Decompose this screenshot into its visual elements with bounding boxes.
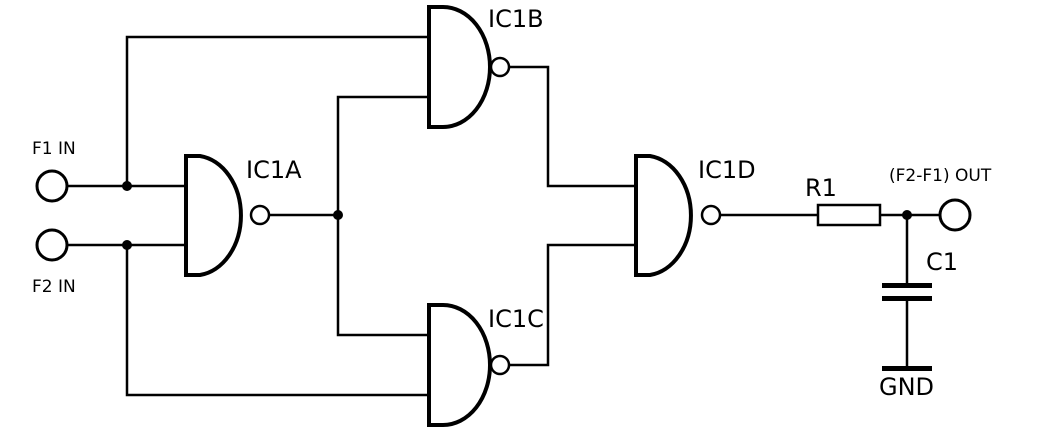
- ground-bar: [882, 366, 932, 371]
- wire-node-to-ic1b: [336, 95, 429, 215]
- resistor-r1-body: [816, 203, 882, 227]
- gate-ic1c: [427, 303, 511, 427]
- wire-ic1c-to-ic1d: [510, 243, 636, 367]
- wire-node-to-ic1c: [336, 215, 429, 337]
- inverter-bubble-ic1c: [489, 354, 511, 376]
- capacitor-c1: [882, 283, 932, 301]
- label-ic1d: IC1D: [698, 156, 756, 184]
- nand-gate-ic1c-body: [427, 303, 492, 427]
- capacitor-c1-plate-bottom: [882, 296, 932, 301]
- label-c1: C1: [926, 248, 958, 276]
- label-ic1c: IC1C: [488, 305, 544, 333]
- terminal-f2: [35, 228, 69, 262]
- label-ic1b: IC1B: [488, 5, 544, 33]
- wires: [68, 35, 940, 397]
- gate-ic1a: [184, 154, 271, 277]
- label-ic1a: IC1A: [246, 156, 302, 184]
- junction-f2: [122, 240, 132, 250]
- terminal-output: [938, 198, 972, 232]
- junction-ic1a-out: [333, 210, 343, 220]
- gate-ic1d: [634, 154, 722, 277]
- nand-gate-ic1a-body: [184, 154, 243, 277]
- terminal-f1: [35, 169, 69, 203]
- gate-ic1b: [427, 5, 511, 129]
- nand-gate-ic1d-body: [634, 154, 693, 277]
- label-f2-in: F2 IN: [32, 277, 76, 297]
- wire-f2-to-ic1c: [125, 245, 429, 397]
- label-gnd: GND: [879, 373, 934, 401]
- label-f1-in: F1 IN: [32, 139, 76, 159]
- wire-f1-to-ic1b: [125, 35, 429, 186]
- wire-ic1b-to-ic1d: [510, 65, 636, 188]
- junctions: [122, 181, 912, 250]
- inverter-bubble-ic1d: [700, 204, 722, 226]
- label-output: (F2-F1) OUT: [889, 166, 992, 186]
- inverter-bubble-ic1b: [489, 56, 511, 78]
- junction-f1: [122, 181, 132, 191]
- junction-output: [902, 210, 912, 220]
- capacitor-c1-plate-top: [882, 283, 932, 288]
- label-r1: R1: [805, 174, 837, 202]
- inverter-bubble-ic1a: [249, 204, 271, 226]
- nand-gate-ic1b-body: [427, 5, 492, 129]
